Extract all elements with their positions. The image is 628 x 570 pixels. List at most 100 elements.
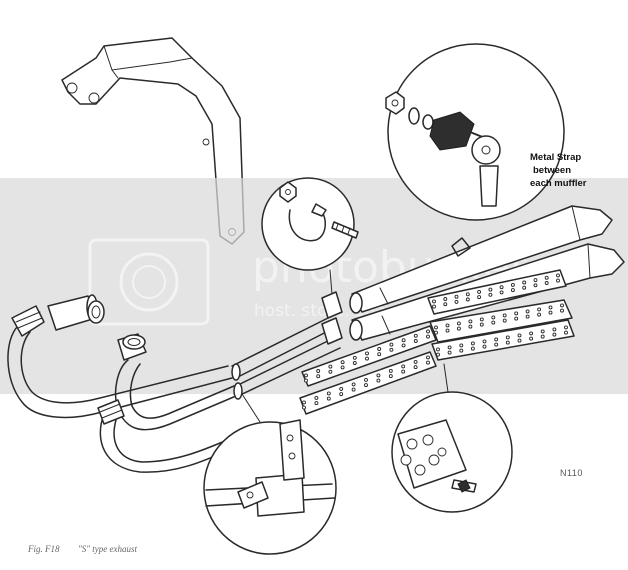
perforation-hole: [376, 378, 381, 383]
perforation-hole: [468, 324, 473, 329]
perforation-hole: [426, 329, 430, 334]
perforation-hole: [470, 346, 475, 351]
perforation-hole: [364, 377, 368, 382]
perforation-hole: [482, 344, 487, 349]
perforation-hole: [514, 311, 519, 316]
perforation-hole: [376, 373, 381, 378]
perforation-hole: [401, 369, 406, 374]
strap-label-line1: Metal Strap: [530, 152, 581, 163]
perforation-hole: [491, 320, 496, 325]
perforation-hole: [533, 283, 538, 288]
perforation-hole: [426, 355, 430, 360]
perforation-hole: [522, 285, 527, 290]
perforation-hole: [465, 297, 470, 302]
perforation-hole: [389, 342, 394, 347]
perforation-hole: [388, 368, 393, 373]
perforation-hole: [564, 325, 568, 330]
perforation-hole: [413, 339, 418, 343]
perforation-hole: [552, 327, 557, 332]
figure-caption: Fig. F18 "S" type exhaust: [27, 544, 138, 554]
perforation-hole: [502, 313, 507, 318]
perforation-hole: [436, 347, 440, 352]
perforation-hole: [544, 275, 549, 280]
perforation-hole: [401, 343, 406, 348]
perforation-hole: [494, 342, 499, 347]
perforation-hole: [537, 307, 542, 312]
perforation-hole: [436, 352, 440, 357]
perforation-hole: [326, 396, 331, 401]
perforation-hole: [339, 386, 344, 391]
perforation-hole: [304, 378, 308, 383]
perforation-hole: [564, 330, 568, 335]
perforation-hole: [443, 302, 448, 307]
perforation-hole: [352, 361, 357, 365]
perforation-hole: [447, 350, 452, 355]
perforation-hole: [326, 391, 331, 396]
perforation-hole: [479, 317, 484, 322]
perforation-hole: [494, 337, 499, 342]
detail-shield-fix: [391, 363, 513, 513]
perforation-hole: [556, 278, 560, 283]
joint-clamps: [321, 291, 343, 345]
perforation-hole: [525, 314, 530, 319]
perforation-hole: [468, 319, 473, 324]
perforation-hole: [525, 309, 530, 314]
perforation-hole: [560, 308, 564, 313]
perforation-hole: [456, 321, 461, 326]
perforation-hole: [479, 322, 484, 327]
perforation-hole: [505, 340, 510, 345]
perforation-hole: [351, 387, 356, 392]
perforation-hole: [454, 299, 459, 304]
perforation-hole: [544, 281, 549, 285]
perforation-hole: [548, 310, 553, 315]
perforation-hole: [413, 365, 418, 370]
perforation-hole: [454, 294, 459, 299]
perforation-hole: [434, 330, 438, 335]
perforation-hole: [456, 326, 461, 331]
perforation-hole: [351, 382, 356, 387]
perforation-hole: [340, 365, 345, 370]
perforation-hole: [499, 290, 504, 295]
perforation-hole: [377, 347, 382, 351]
perforation-hole: [470, 341, 475, 346]
perforation-hole: [529, 336, 534, 341]
perforation-hole: [340, 360, 345, 365]
perforation-hole: [505, 335, 510, 340]
perforation-hole: [364, 383, 368, 388]
perforation-hole: [426, 334, 430, 339]
perforation-hole: [510, 288, 515, 293]
perforation-hole: [365, 356, 369, 361]
perforation-hole: [304, 373, 308, 378]
perforation-hole: [316, 369, 321, 373]
perforation-hole: [413, 333, 418, 338]
heat-shields: [299, 269, 575, 415]
perforation-hole: [434, 325, 438, 330]
perforation-hole: [522, 280, 527, 285]
perforation-hole: [560, 303, 564, 308]
perforation-hole: [377, 352, 382, 357]
perforation-hole: [514, 316, 519, 321]
perforation-hole: [328, 369, 333, 374]
caption-fig-number: Fig. F18: [27, 544, 60, 554]
strap-label-line2: between: [533, 165, 571, 176]
gaskets: [87, 300, 146, 350]
perforation-hole: [302, 405, 306, 410]
perforation-hole: [533, 278, 538, 283]
perforation-hole: [413, 359, 418, 364]
perforation-hole: [465, 292, 470, 297]
perforation-hole: [445, 323, 450, 328]
perforation-hole: [488, 292, 493, 297]
perforation-hole: [548, 305, 553, 310]
strap-label-line3: each muffler: [530, 178, 587, 189]
perforation-hole: [540, 334, 545, 339]
perforation-hole: [477, 289, 482, 294]
perforation-hole: [401, 338, 406, 343]
detail-clamp: [261, 177, 359, 295]
perforations: [302, 273, 568, 410]
perforation-hole: [529, 331, 534, 336]
perforation-hole: [302, 400, 306, 405]
perforation-hole: [517, 338, 522, 343]
caption-text: "S" type exhaust: [78, 544, 138, 554]
perforation-hole: [477, 295, 482, 300]
perforation-hole: [510, 282, 515, 287]
